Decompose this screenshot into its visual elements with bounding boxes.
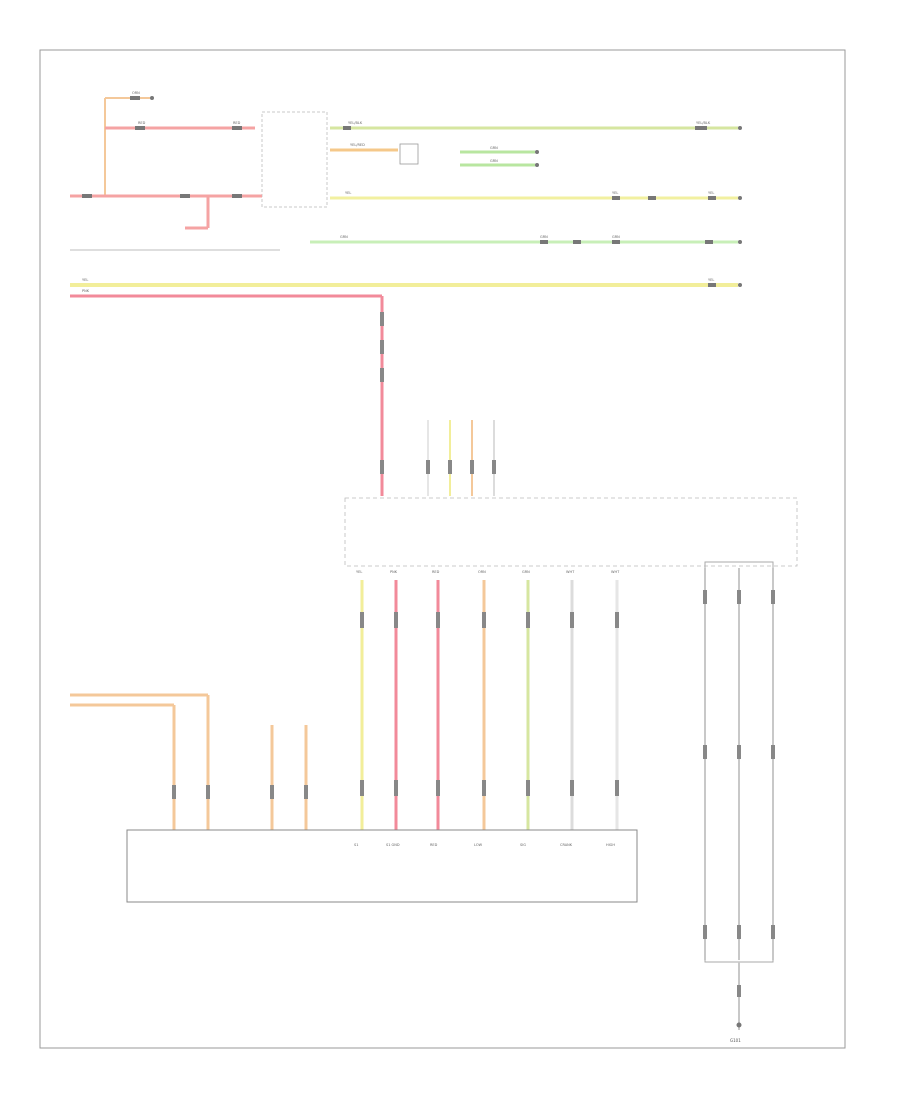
module-pin-connector	[482, 612, 486, 628]
terminal-r2a	[535, 150, 539, 154]
connector-pink-4	[380, 460, 384, 474]
diagram-frame	[39, 49, 846, 1049]
connector-pink-1	[380, 312, 384, 326]
module-pin-group: YEL PNK RED ORN GRN WHT WHT	[356, 570, 620, 830]
lower-pin-label: S1	[354, 843, 358, 847]
connector-r4c	[612, 240, 620, 244]
switch-block	[399, 143, 419, 165]
lower-pin-label: HIGH	[606, 843, 615, 847]
wire-color-label: GRN	[490, 159, 498, 163]
terminal-r5	[738, 283, 742, 287]
harness-connectors	[703, 590, 775, 939]
wire-color-label: RED	[138, 121, 146, 125]
connector-r4a	[540, 240, 548, 244]
wire-color-label: YEL	[345, 191, 351, 195]
module-pin-label: GRN	[522, 570, 530, 574]
connector-r3c	[232, 194, 242, 198]
lower-pin-label: SIG	[520, 843, 526, 847]
module-pin-connector	[394, 612, 398, 628]
connector-m1	[270, 785, 274, 799]
engine-control-module	[126, 829, 638, 903]
connector-r3f	[708, 196, 716, 200]
module-pin-label: WHT	[611, 570, 620, 574]
connector-r3e	[648, 196, 656, 200]
wire-color-label: YEL	[708, 278, 714, 282]
lower-pin-label: S1 GND	[386, 843, 400, 847]
connector-r3d	[612, 196, 620, 200]
terminal-r1	[738, 126, 742, 130]
wire-color-label: GRN	[490, 146, 498, 150]
module-pin-label: RED	[432, 570, 440, 574]
wire-color-label: YEL/BLK	[348, 121, 363, 125]
module-pin-connector	[570, 780, 574, 796]
connector-r1b	[232, 126, 242, 130]
connector-drop-4	[492, 460, 496, 474]
connector-l1	[206, 785, 210, 799]
module-pin-label: PNK	[390, 570, 398, 574]
connector-r1c	[343, 126, 351, 130]
connector-r3a	[82, 194, 92, 198]
ground-terminal	[736, 1022, 742, 1028]
terminal-r4	[738, 240, 742, 244]
connector-drop-2	[448, 460, 452, 474]
wire-color-label: YEL	[82, 278, 88, 282]
connector-r1a	[135, 126, 145, 130]
wire-color-label: YEL	[708, 191, 714, 195]
lower-pin-label: RED	[430, 843, 438, 847]
module-pin-connector	[526, 780, 530, 796]
connector-r1d	[695, 126, 707, 130]
connector-pink-2	[380, 340, 384, 354]
wire-color-label: GRN	[540, 235, 548, 239]
ground-dot-top	[150, 96, 154, 100]
wire-color-label: RED	[233, 121, 241, 125]
module-pin-connector	[615, 612, 619, 628]
terminal-r3	[738, 196, 742, 200]
module-pin-connector	[615, 780, 619, 796]
module-pin-connector	[436, 780, 440, 796]
lower-pin-label-group: S1 S1 GND RED LOW SIG CRANK HIGH	[354, 843, 615, 847]
wire-color-label: YEL/BLK	[696, 121, 711, 125]
ground-connector	[737, 985, 741, 997]
connector-r4b	[573, 240, 581, 244]
wire-color-label: YEL	[612, 191, 618, 195]
module-pin-connector	[360, 612, 364, 628]
lower-pin-label: CRANK	[560, 843, 573, 847]
ground-label: G101	[730, 1038, 741, 1043]
module-pin-connector	[436, 612, 440, 628]
module-pin-connector	[360, 780, 364, 796]
wire-color-label: GRN	[340, 235, 348, 239]
connector-r3b	[180, 194, 190, 198]
wire-color-label: GRN	[612, 235, 620, 239]
relay-box	[261, 111, 328, 208]
module-pin-label: WHT	[566, 570, 575, 574]
wire-color-label: YEL/RED	[350, 143, 365, 147]
body-control-module	[344, 497, 798, 567]
module-pin-connector	[526, 612, 530, 628]
module-pin-label: ORN	[478, 570, 486, 574]
wire-color-label: PNK	[82, 289, 90, 293]
lower-pin-label: LOW	[474, 843, 483, 847]
connector-l2	[172, 785, 176, 799]
connector-r4d	[705, 240, 713, 244]
wire-color-label: ORN	[132, 91, 140, 95]
connector-drop-1	[426, 460, 430, 474]
module-pin-connector	[394, 780, 398, 796]
connector-m2	[304, 785, 308, 799]
connector-pink-3	[380, 368, 384, 382]
module-pin-connector	[570, 612, 574, 628]
connector-r5a	[708, 283, 716, 287]
connector-top-left	[130, 96, 140, 100]
module-pin-label: YEL	[356, 570, 362, 574]
terminal-r2b	[535, 163, 539, 167]
connector-drop-3	[470, 460, 474, 474]
module-pin-connector	[482, 780, 486, 796]
